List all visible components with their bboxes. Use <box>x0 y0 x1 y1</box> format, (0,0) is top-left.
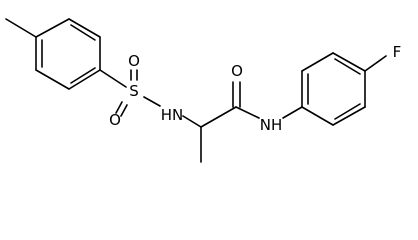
bond-nh-ring <box>282 106 303 119</box>
atom-amide-nh: NH <box>260 116 283 134</box>
bond-carbonyl-nh <box>235 106 260 119</box>
atom-fluorine: F <box>393 43 402 61</box>
bond-tolyl-double <box>70 24 96 41</box>
bond-methyl <box>5 18 37 38</box>
bonds <box>5 18 387 163</box>
bond-tolyl-ring <box>35 69 70 90</box>
bond-fluorophenyl-ring <box>301 106 334 126</box>
bond-ring-fluorine <box>364 55 387 72</box>
bond-tolyl-ring <box>35 18 70 38</box>
bond-nh-alpha <box>182 115 202 128</box>
bond-tolyl-ring <box>68 69 101 90</box>
bond-fluorophenyl-double <box>334 103 361 120</box>
bond-s-o-lower <box>120 104 128 117</box>
atom-sulfur: S <box>129 82 139 100</box>
atom-labels: S O O HN O NH F <box>109 43 401 134</box>
bond-fluorophenyl-ring <box>301 52 334 72</box>
bond-fluorophenyl-ring <box>332 52 366 72</box>
bond-fluorophenyl-double <box>334 58 361 75</box>
molecule-structure: S O O HN O NH F <box>5 18 401 163</box>
bond-alpha-carbonyl <box>200 106 237 128</box>
atom-carbonyl-oxygen: O <box>231 62 243 80</box>
atom-oxygen-lower: O <box>109 111 121 129</box>
bond-tolyl-double <box>70 67 96 84</box>
atom-oxygen-upper: O <box>128 52 140 70</box>
atom-sulfonamide-nh: HN <box>161 106 184 124</box>
bond-s-o-lower <box>115 101 123 114</box>
bond-tolyl-ring <box>68 18 101 38</box>
bond-s-nh <box>143 96 161 107</box>
bond-fluorophenyl-ring <box>332 106 366 126</box>
bond-ring-sulfur <box>99 69 127 88</box>
